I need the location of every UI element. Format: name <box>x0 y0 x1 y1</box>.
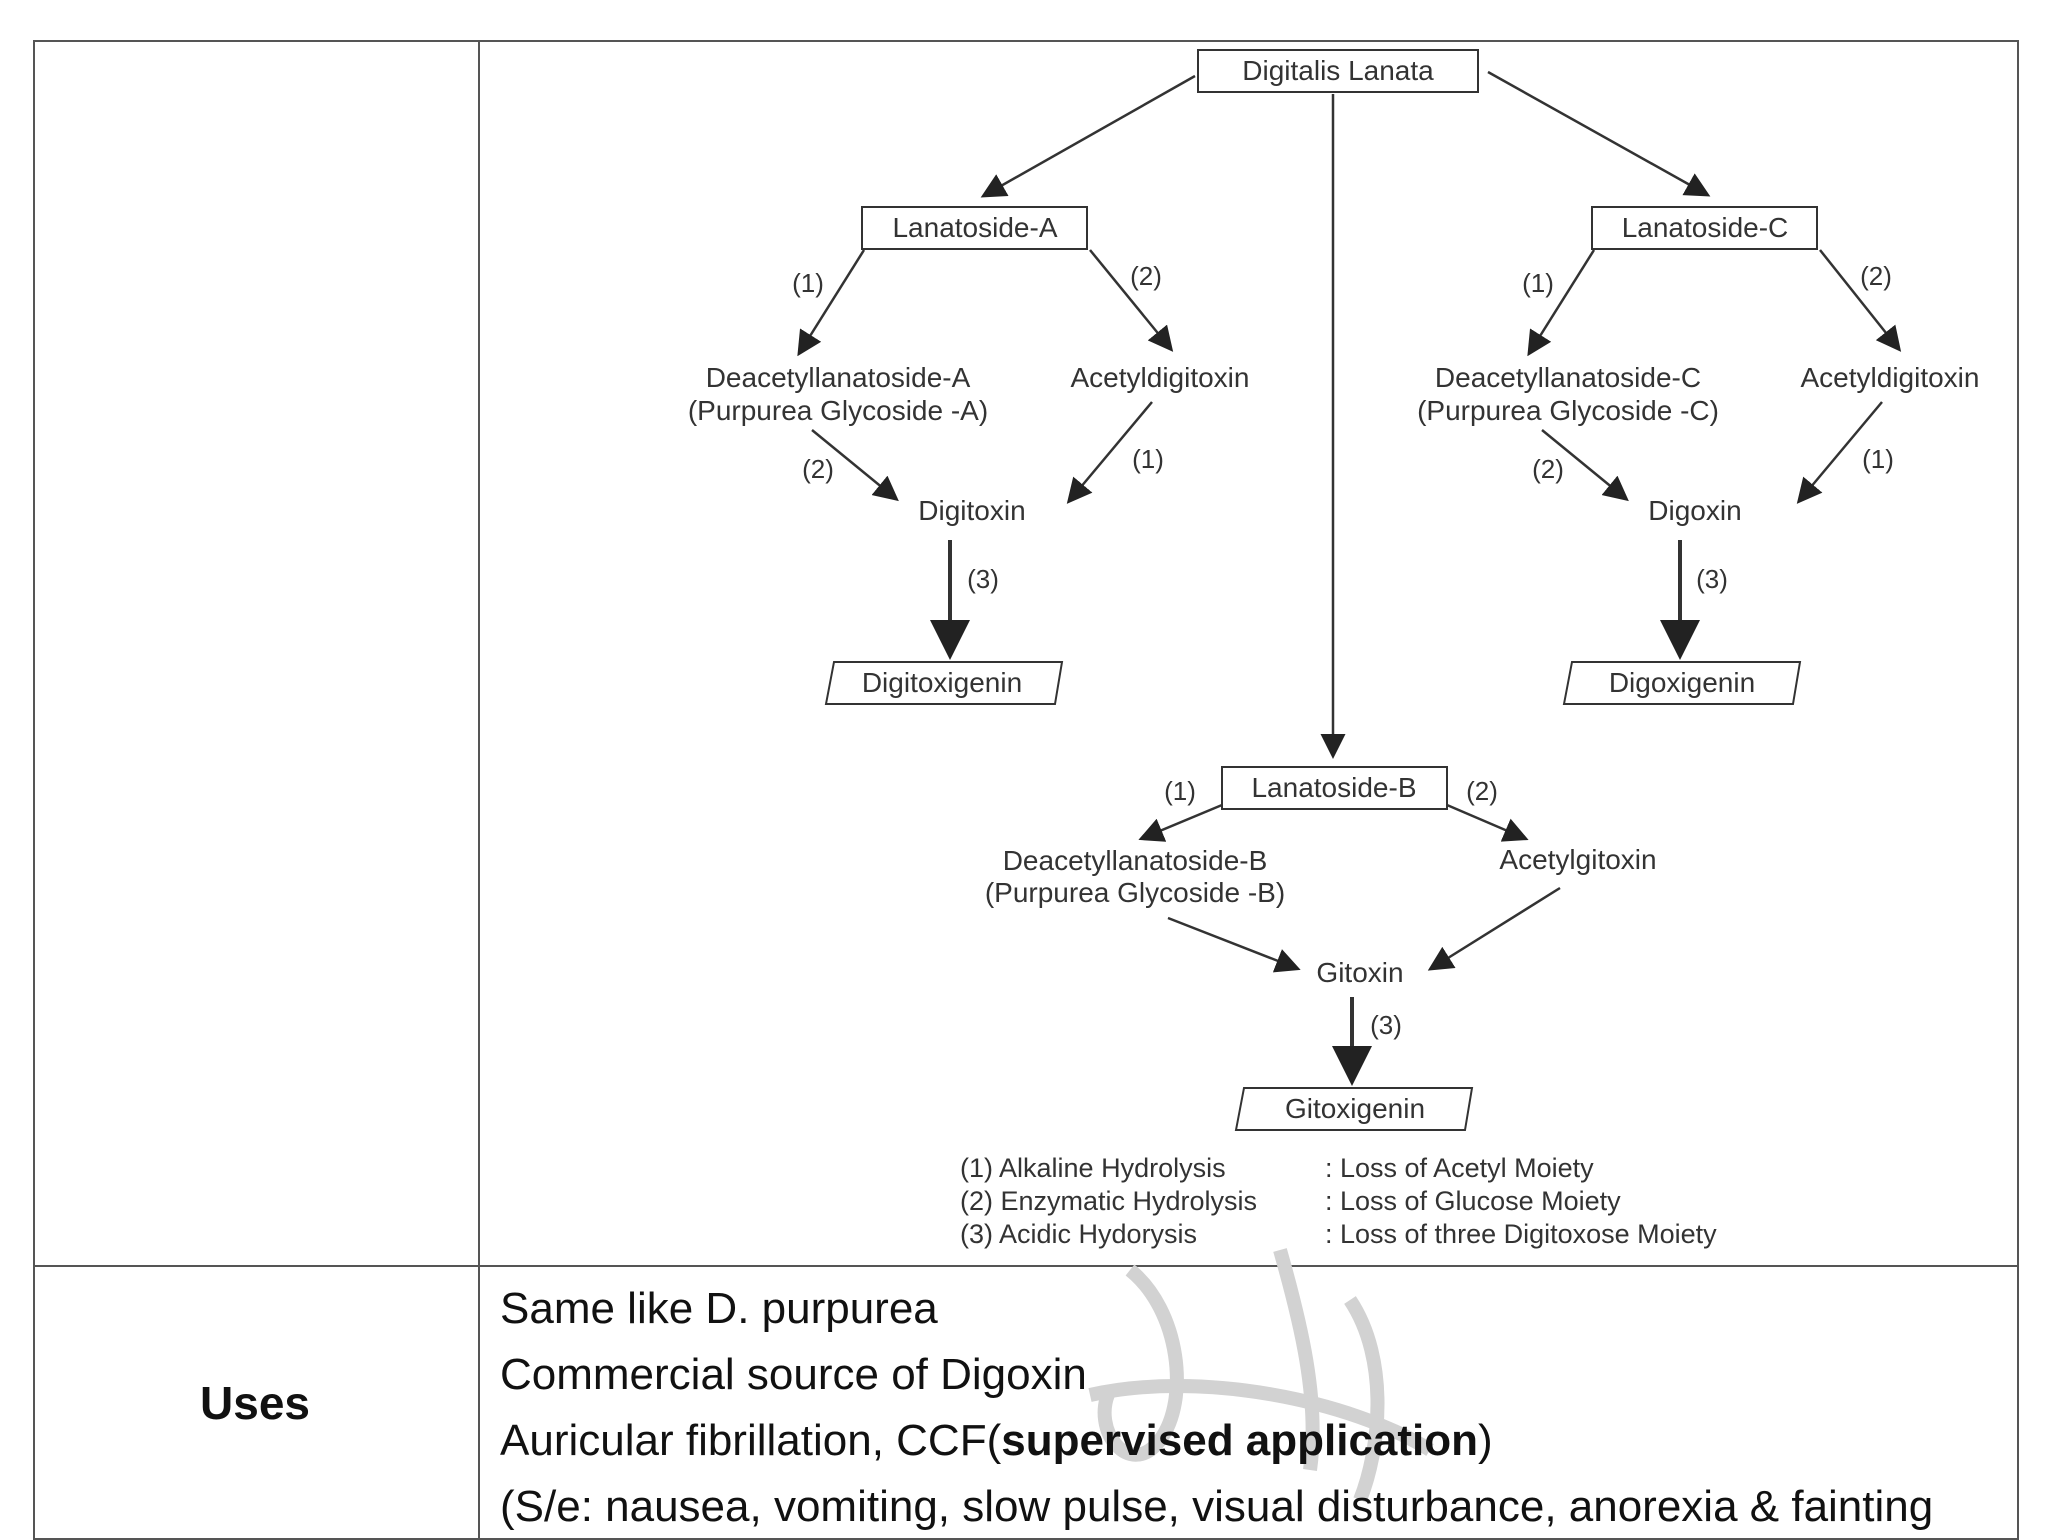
arrow-c-acetyl-to-digoxin <box>1796 401 1883 504</box>
step-label-c-1: (1) <box>1522 268 1554 298</box>
purpurea-glycoside-b-label: (Purpurea Glycoside -B) <box>985 877 1285 908</box>
arrow-b-acetyl-to-gitoxin <box>1427 886 1561 971</box>
lanatoside-b-box <box>1221 766 1448 810</box>
lanatoside-b-label: Lanatoside-B <box>1251 772 1416 803</box>
deacetyllanatoside-c-label: Deacetyllanatoside-C <box>1435 362 1701 393</box>
legend-step-2: (2) Enzymatic Hydrolysis <box>960 1186 1257 1216</box>
arrow-c-deacetyl-to-digoxin <box>1541 429 1629 502</box>
arrow-b-deacetyl-to-gitoxin <box>1167 916 1301 973</box>
uses-item-3-suffix: ) <box>1478 1416 1493 1465</box>
digoxin-label: Digoxin <box>1648 495 1741 526</box>
purpurea-glycoside-a-label: (Purpurea Glycoside -A) <box>688 395 988 426</box>
step-label-c-1b: (1) <box>1862 444 1894 474</box>
arrow-c-step2 <box>1819 249 1902 352</box>
lanatoside-a-box <box>861 206 1088 250</box>
legend-effect-1: : Loss of Acetyl Moiety <box>1325 1153 1594 1183</box>
digitoxin-label: Digitoxin <box>918 495 1025 526</box>
digitoxigenin-label: Digitoxigenin <box>862 667 1022 698</box>
legend-effect-2: : Loss of Glucose Moiety <box>1325 1186 1621 1216</box>
purpurea-glycoside-c-label: (Purpurea Glycoside -C) <box>1417 395 1719 426</box>
reaction-legend: (1) Alkaline Hydrolysis : Loss of Acetyl… <box>960 1153 1717 1249</box>
legend-step-3: (3) Acidic Hydorysis <box>960 1219 1197 1249</box>
lanatoside-c-box <box>1591 206 1818 250</box>
gitoxigenin-box <box>1234 1087 1474 1131</box>
digoxigenin-label: Digoxigenin <box>1609 667 1755 698</box>
step-label-a-3: (3) <box>967 564 999 594</box>
acetylgitoxin-label: Acetylgitoxin <box>1499 844 1656 875</box>
digoxigenin-box <box>1562 661 1802 705</box>
arrow-b-step1 <box>1138 803 1223 842</box>
arrow-root-to-lanatoside-a <box>980 74 1196 198</box>
acetyldigitoxin-c-label: Acetyldigitoxin <box>1801 362 1980 393</box>
step-label-b-2: (2) <box>1466 776 1498 806</box>
gitoxin-label: Gitoxin <box>1316 957 1403 988</box>
lanatoside-a-label: Lanatoside-A <box>892 212 1057 243</box>
legend-effect-3: : Loss of three Digitoxose Moiety <box>1325 1219 1717 1249</box>
step-label-a-2: (2) <box>1130 261 1162 291</box>
uses-list: Same like D. purpurea Commercial source … <box>500 1276 1933 1540</box>
step-label-c-2: (2) <box>1860 261 1892 291</box>
uses-item-3-bold: supervised application <box>1001 1416 1479 1465</box>
column-divider <box>478 40 480 1540</box>
step-label-a-1b: (1) <box>1132 444 1164 474</box>
legend-step-1: (1) Alkaline Hydrolysis <box>960 1153 1226 1183</box>
root-box <box>1197 49 1479 93</box>
step-label-c-2b: (2) <box>1532 454 1564 484</box>
step-label-b-3: (3) <box>1370 1010 1402 1040</box>
root-label: Digitalis Lanata <box>1242 55 1434 86</box>
arrow-root-to-lanatoside-c <box>1487 70 1711 197</box>
deacetyllanatoside-a-label: Deacetyllanatoside-A <box>706 362 971 393</box>
gitoxigenin-label: Gitoxigenin <box>1285 1093 1425 1124</box>
step-label-a-1: (1) <box>792 268 824 298</box>
uses-item-3-prefix: Auricular fibrillation, CCF( <box>500 1416 1002 1465</box>
step-label-a-2b: (2) <box>802 454 834 484</box>
acetyldigitoxin-a-label: Acetyldigitoxin <box>1071 362 1250 393</box>
step-label-b-1: (1) <box>1164 776 1196 806</box>
arrow-c-step1 <box>1527 249 1596 357</box>
deacetyllanatoside-b-label: Deacetyllanatoside-B <box>1003 845 1268 876</box>
lanatoside-c-label: Lanatoside-C <box>1622 212 1789 243</box>
uses-item-3: Auricular fibrillation, CCF(supervised a… <box>500 1408 1933 1474</box>
digitalis-lanata-scheme: Digitalis Lanata Lanatoside-A (1) (2) De… <box>688 49 1980 1249</box>
uses-item-1: Same like D. purpurea <box>500 1284 938 1333</box>
uses-heading: Uses <box>200 1377 310 1429</box>
uses-item-2: Commercial source of Digoxin <box>500 1350 1087 1399</box>
digitoxigenin-box <box>824 661 1064 705</box>
arrow-b-step2 <box>1446 803 1529 842</box>
arrow-a-step1 <box>797 249 866 357</box>
arrow-a-acetyl-to-digitoxin <box>1066 401 1153 504</box>
arrow-a-step2 <box>1089 249 1174 352</box>
row-divider <box>33 1265 2019 1267</box>
step-label-c-3: (3) <box>1696 564 1728 594</box>
arrow-a-deacetyl-to-digitoxin <box>811 429 899 502</box>
uses-item-4: (S/e: nausea, vomiting, slow pulse, visu… <box>500 1482 1934 1531</box>
